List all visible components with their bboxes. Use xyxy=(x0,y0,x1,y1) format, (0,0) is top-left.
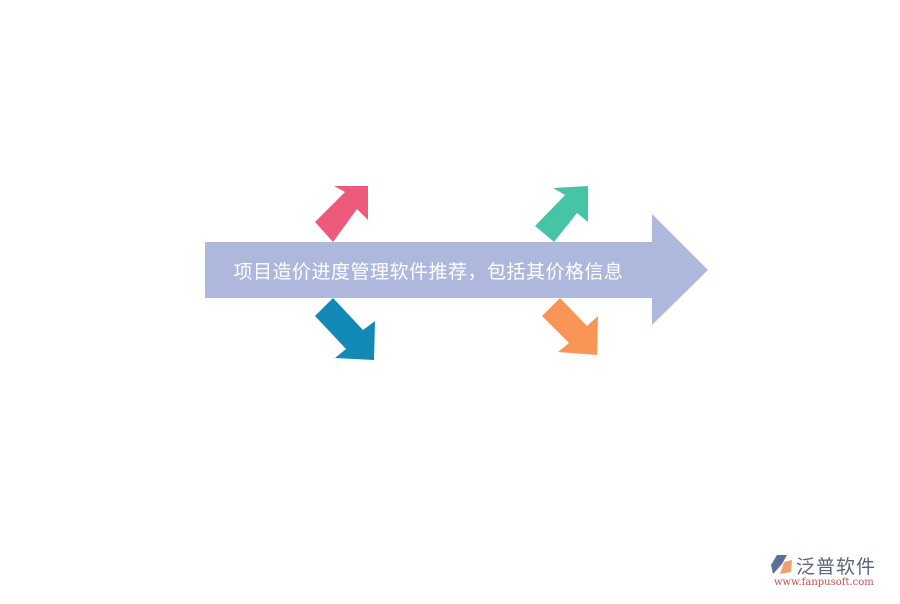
diagram-title: 项目造价进度管理软件推荐，包括其价格信息 xyxy=(233,260,624,283)
pink-arrow-icon xyxy=(315,186,368,242)
fanpu-logo-icon xyxy=(771,555,792,574)
logo-url: www.fanpusoft.com xyxy=(774,577,874,588)
green-arrow-icon xyxy=(535,186,588,242)
orange-arrow-icon xyxy=(542,298,598,355)
blue-arrow-icon xyxy=(315,298,375,360)
logo: 泛普软件 www.fanpusoft.com xyxy=(768,552,894,594)
main-arrow-shape xyxy=(205,214,708,325)
logo-name: 泛普软件 xyxy=(796,556,877,578)
